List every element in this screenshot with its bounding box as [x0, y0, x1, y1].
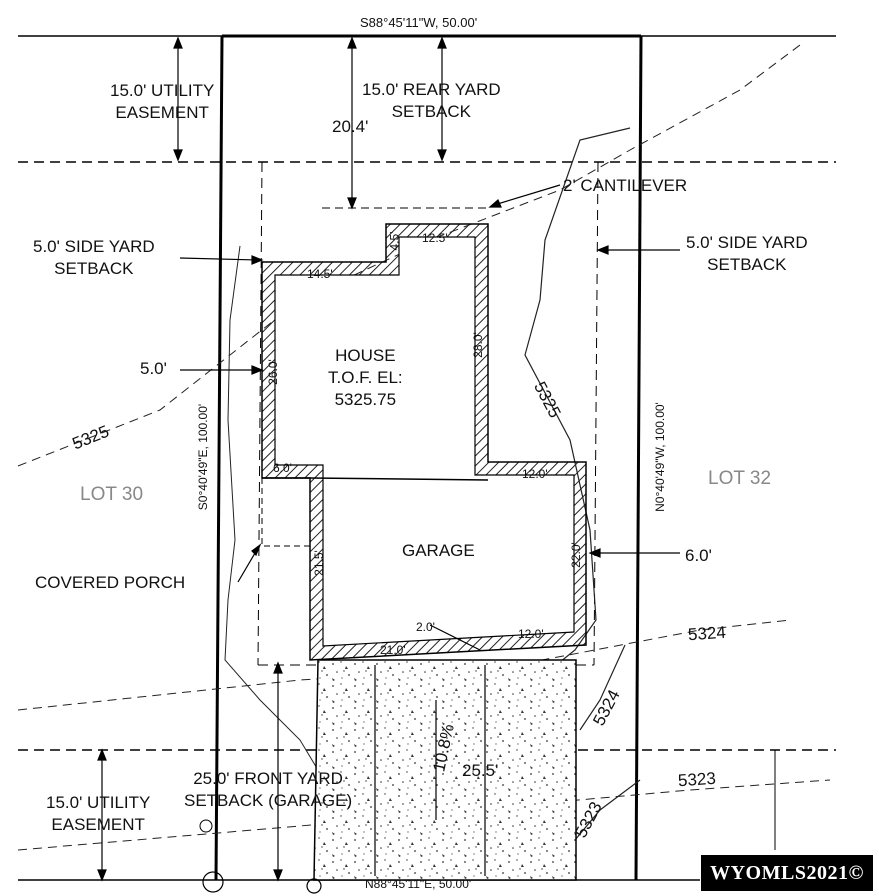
dim-6: 6.0': [273, 461, 292, 475]
survey-pin-icon: [306, 878, 322, 894]
dim-12-top: 12.0': [522, 467, 548, 481]
dim-26: 26.0': [265, 359, 280, 385]
dim-12-5: 12.5': [422, 231, 448, 245]
dim-2: 2.0': [416, 620, 435, 634]
driveway: [313, 659, 577, 881]
dim-21-5: 21.5': [311, 550, 326, 576]
rear-dimension: 20.4': [332, 117, 369, 136]
garage-label: GARAGE: [402, 541, 475, 560]
right-offset-dim: 6.0': [685, 546, 712, 565]
bottom-bearing: N88°45'11"E, 50.00': [365, 877, 472, 891]
right-bearing: N0°40'49"W, 100.00': [652, 402, 667, 512]
top-bearing: S88°45'11"W, 50.00': [360, 15, 478, 30]
dim-28: 28.0': [470, 332, 485, 358]
covered-porch-label: COVERED PORCH: [35, 573, 186, 592]
cantilever-label: 2' CANTILEVER: [563, 176, 688, 195]
driveway-depth: 25.5': [462, 761, 499, 780]
contour-5323-line: 5323: [677, 768, 717, 791]
lot-line-left: [214, 35, 224, 881]
contour-5324-line: 5324: [687, 622, 727, 645]
watermark-badge: WYOMLS2021©: [701, 855, 873, 891]
left-offset-dim: 5.0': [140, 359, 167, 378]
left-bearing: S0°40'49"E, 100.00': [196, 403, 211, 511]
dim-14-5: 14.5': [307, 267, 333, 281]
house-footprint-interior: [274, 236, 575, 647]
dim-12-bottom: 12.0': [518, 627, 544, 641]
lot-32-label: LOT 32: [708, 468, 772, 489]
dim-4-5: 4.5': [387, 231, 402, 251]
survey-monument-icon: [202, 871, 224, 893]
utility-marker-icon: [199, 819, 213, 833]
lot-line-right: [634, 35, 643, 881]
lot-30-label: LOT 30: [80, 484, 144, 505]
dim-21: 21.0': [380, 643, 406, 657]
dim-22: 22.0': [568, 542, 583, 568]
